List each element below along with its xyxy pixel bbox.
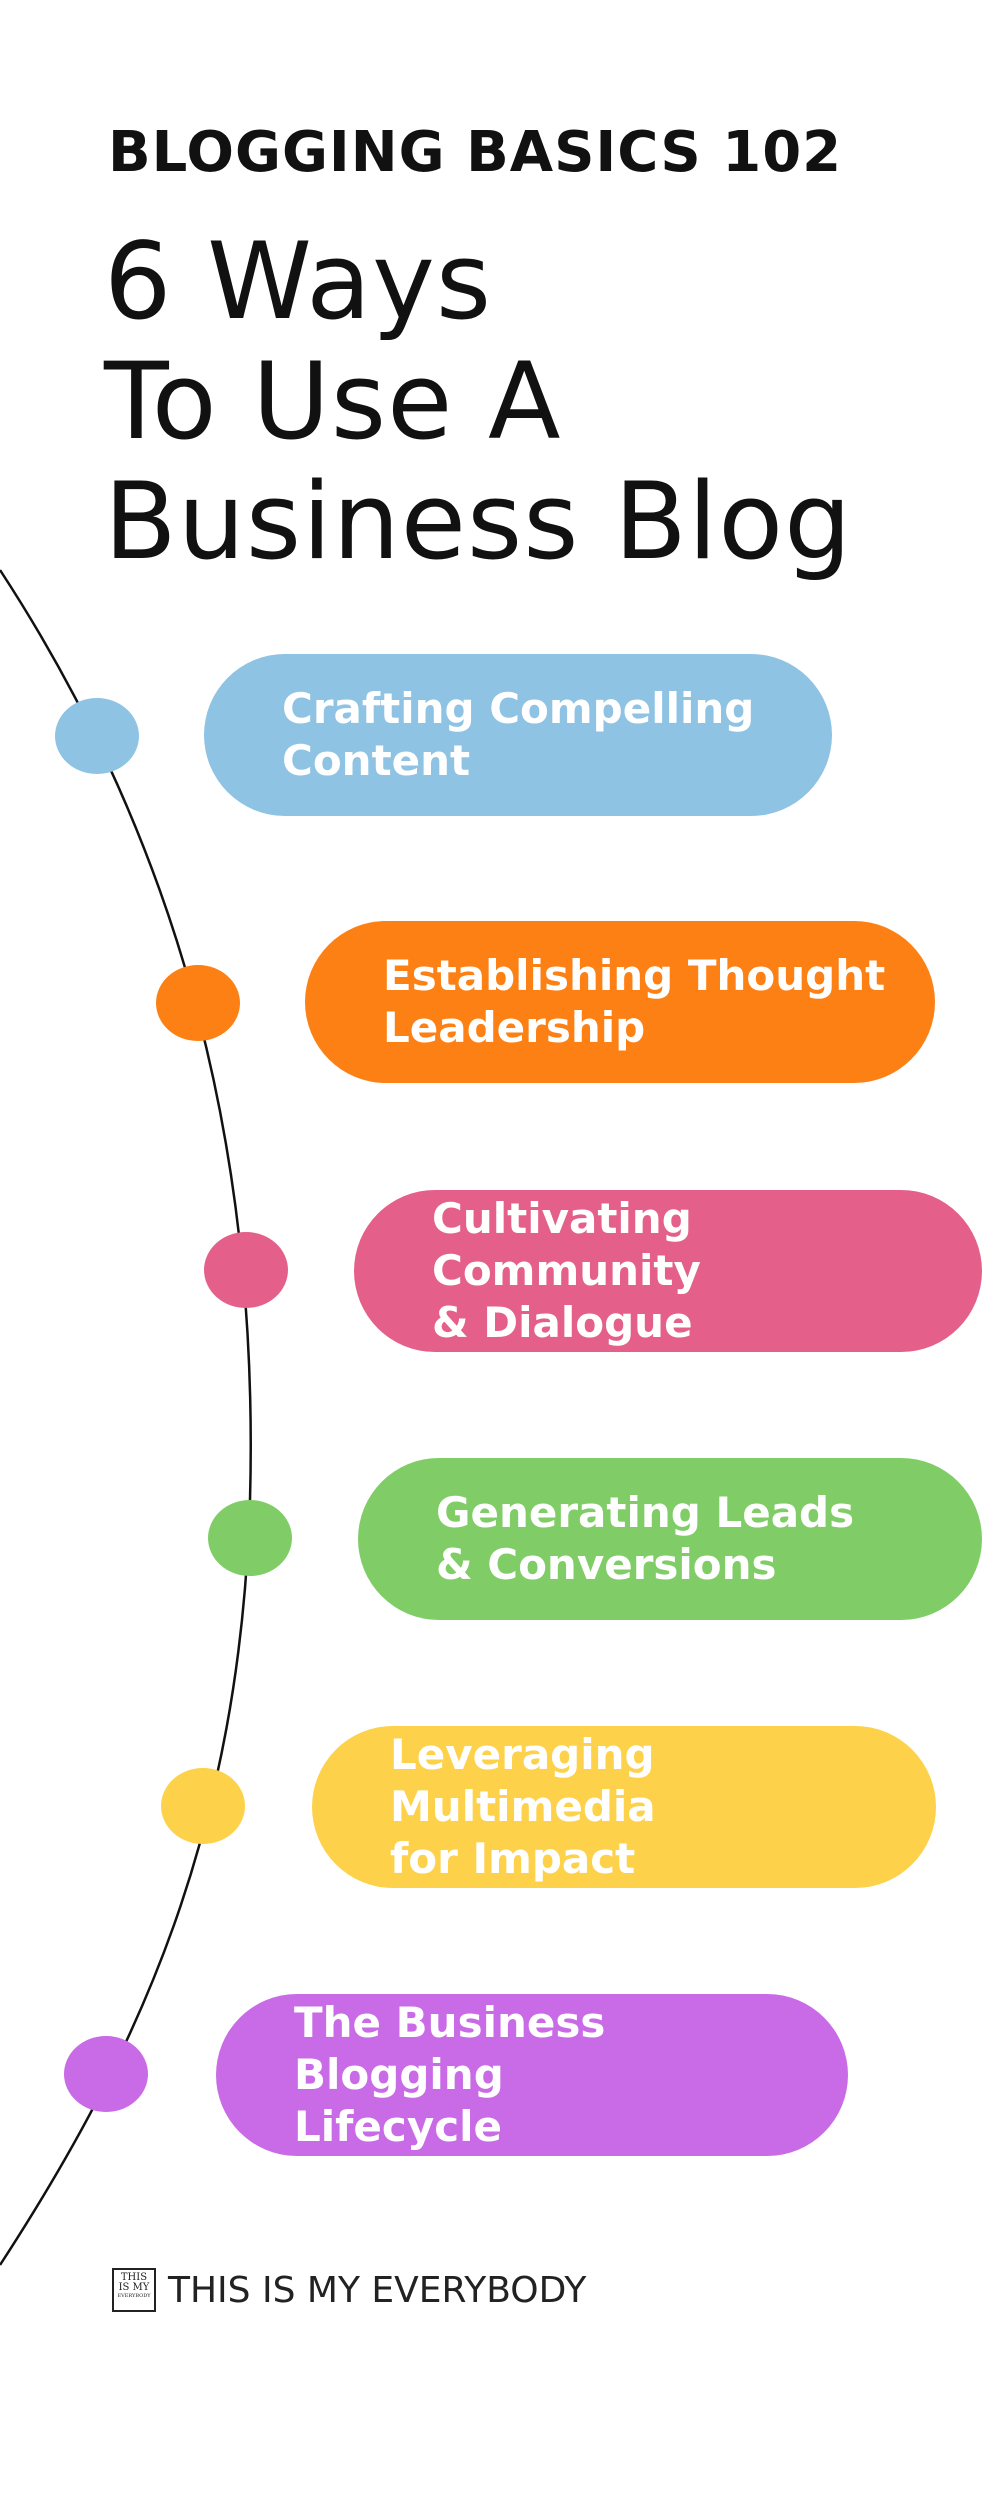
step-pill-business-blogging-lifecycle[interactable]: The Business Blogging Lifecycle: [216, 1994, 848, 2156]
step-label-line: The Business Blogging: [294, 1998, 606, 2099]
step-label-line: Leveraging Multimedia: [390, 1730, 656, 1831]
eyebrow-heading: BLOGGING BASICS 102: [108, 120, 843, 185]
logo-mark: THIS IS MY EVERYBODY: [112, 2268, 156, 2312]
step-label-line: Generating Leads: [436, 1488, 855, 1537]
title-line: Business Blog: [104, 460, 853, 583]
step-label-line: Cultivating Community: [432, 1194, 701, 1295]
step-pill-cultivating-community-dialogue[interactable]: Cultivating Community & Dialogue: [354, 1190, 982, 1352]
step-pill-generating-leads-conversions[interactable]: Generating Leads & Conversions: [358, 1458, 982, 1620]
timeline-dot: [204, 1232, 288, 1308]
title-line: To Use A: [104, 340, 562, 463]
step-label-line: & Dialogue: [432, 1298, 693, 1347]
step-label-line: Content: [282, 736, 471, 785]
step-pill-leveraging-multimedia[interactable]: Leveraging Multimedia for Impact: [312, 1726, 936, 1888]
timeline-dot: [156, 965, 240, 1041]
step-pill-crafting-compelling-content[interactable]: Crafting Compelling Content: [204, 654, 832, 816]
step-label-line: for Impact: [390, 1834, 636, 1883]
timeline-dot: [64, 2036, 148, 2112]
step-label-line: Establishing Thought: [383, 951, 886, 1000]
brand-name: THIS IS MY EVERYBODY: [168, 2269, 587, 2311]
step-label-line: Leadership: [383, 1003, 646, 1052]
brand-logo: THIS IS MY EVERYBODY THIS IS MY EVERYBOD…: [112, 2268, 586, 2312]
step-label-line: & Conversions: [436, 1540, 777, 1589]
logo-mark-text: THIS: [120, 2272, 148, 2283]
step-label-line: Lifecycle: [294, 2102, 502, 2151]
timeline-dot: [161, 1768, 245, 1844]
timeline-dot: [55, 698, 139, 774]
step-pill-establishing-thought-leadership[interactable]: Establishing Thought Leadership: [305, 921, 935, 1083]
page-title: 6 Ways To Use A Business Blog: [104, 222, 984, 582]
timeline-dot: [208, 1500, 292, 1576]
logo-mark-text: EVERYBODY: [117, 2293, 151, 2299]
title-line: 6 Ways: [104, 220, 493, 343]
logo-mark-text: IS MY: [118, 2282, 150, 2293]
step-label-line: Crafting Compelling: [282, 684, 755, 733]
